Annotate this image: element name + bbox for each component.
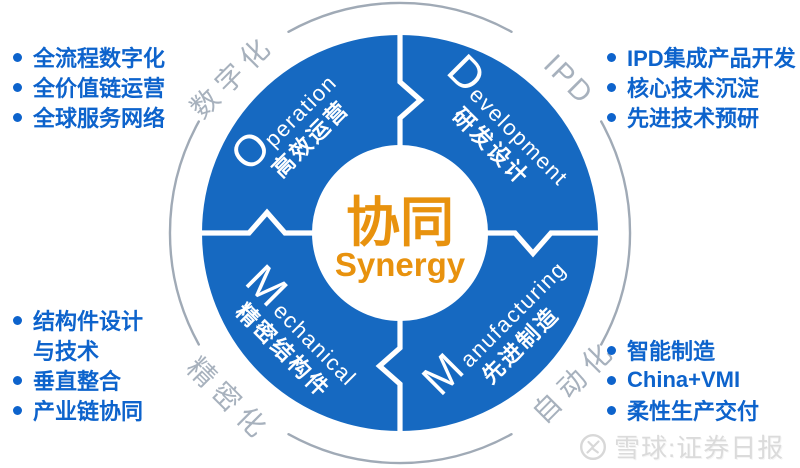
bullet-dot-icon [607,112,616,122]
list-item-continuation: 与技术 [13,335,143,365]
center-title-zh: 协同 [346,193,454,253]
bullet-dot-icon [607,82,616,92]
list-item-text: 智能制造 [627,339,716,364]
bullet-dot-icon [13,375,22,385]
watermark-text: 雪球:证券日报 [614,433,785,463]
list-item: IPD集成产品开发 [607,42,796,72]
bullet-dot-icon [13,112,22,122]
list-item: 柔性生产交付 [607,395,759,425]
list-item: 垂直整合 [13,365,143,395]
bullet-dot-icon [13,82,22,92]
list-item: China+VMI [607,365,759,395]
list-automation: 智能制造 China+VMI 柔性生产交付 [607,335,759,425]
list-item-text: 全价值链运营 [33,76,166,101]
bullet-dot-icon [607,345,616,355]
bullet-dot-icon [607,375,616,385]
bullet-dot-icon [607,405,616,415]
quadrant-dividers [195,28,605,438]
list-ipd: IPD集成产品开发 核心技术沉淀 先进技术预研 [607,42,796,132]
outer-arc-right [600,120,632,346]
list-item-text: 与技术 [33,339,100,364]
list-item: 结构件设计 [13,305,143,335]
list-item-text: 全流程数字化 [33,46,166,71]
list-item: 智能制造 [607,335,759,365]
list-item-text: 先进技术预研 [627,106,760,131]
list-item: 核心技术沉淀 [607,72,796,102]
outer-arc-ring [168,1,632,465]
bullet-dot-icon [13,315,22,325]
bullet-dot-icon [13,52,22,62]
list-item: 全流程数字化 [13,42,165,72]
list-mechanical: 结构件设计 与技术 垂直整合 产业链协同 [13,305,143,425]
outer-arc-bottom [287,433,513,465]
bullet-dot-icon [13,405,22,415]
list-item: 全球服务网络 [13,102,165,132]
list-item-text: 全球服务网络 [33,106,166,131]
list-item-text: China+VMI [627,367,741,392]
list-item: 先进技术预研 [607,102,796,132]
list-item: 全价值链运营 [13,72,165,102]
list-item-text: IPD集成产品开发 [627,46,796,71]
divider-bottom-chevron-icon [375,314,403,438]
watermark: 雪球:证券日报 [579,428,784,465]
outer-arc-left [168,120,200,346]
outer-arc-top [287,1,513,33]
xueqiu-logo-icon [579,433,607,460]
list-item-text: 垂直整合 [33,369,122,394]
divider-top-chevron-icon [397,28,425,152]
divider-right-chevron-icon [481,230,605,258]
list-digitalization: 全流程数字化 全价值链运营 全球服务网络 [13,42,165,132]
list-item: 产业链协同 [13,395,143,425]
list-item-text: 柔性生产交付 [627,399,760,424]
list-item-text: 结构件设计 [33,309,144,334]
divider-left-chevron-icon [195,208,319,236]
blue-ring [202,35,598,431]
list-item-text: 核心技术沉淀 [627,76,760,101]
bullet-dot-icon [607,52,616,62]
list-item-text: 产业链协同 [33,399,144,424]
center-title-en: Synergy [335,246,466,283]
